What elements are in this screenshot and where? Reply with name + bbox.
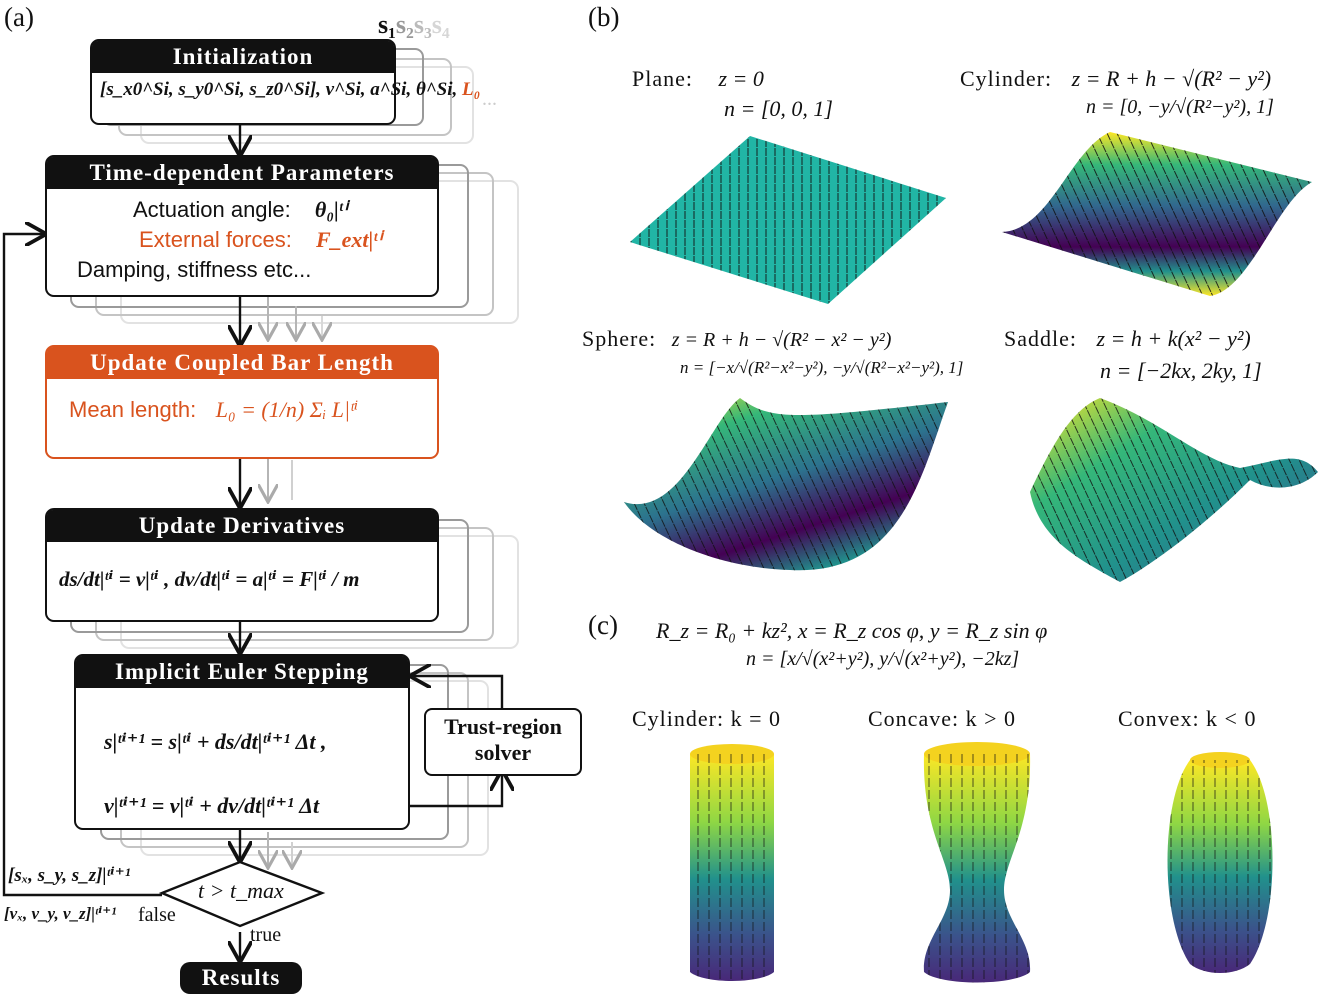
derivatives-math: ds/dt|ᵗⁱ = v|ᵗⁱ , dv/dt|ᵗⁱ = a|ᵗⁱ = F|ᵗⁱ… [59, 567, 360, 591]
rev-concave-label: Concave: k > 0 [868, 706, 1016, 731]
coupled-block: Update Coupled Bar Length Mean length: L… [45, 345, 439, 459]
trust-region-solver: Trust-region solver [424, 708, 582, 776]
external-forces-label: External forces: [139, 227, 292, 252]
rev-convex-label: Convex: k < 0 [1118, 706, 1257, 731]
segment-label-2: s₂ [395, 10, 414, 39]
segment-labels: s₁s₂s₃s₄ [378, 10, 450, 40]
cylinder-name: Cylinder: [960, 66, 1053, 91]
saddle-normal: n = [−2kx, 2ky, 1] [1100, 358, 1262, 383]
plane-surface [630, 136, 946, 304]
segment-label-3: s₃ [413, 10, 432, 39]
plane-normal: n = [0, 0, 1] [724, 96, 833, 121]
external-forces-row: External forces: F_ext|ᵗⁱ [47, 225, 437, 255]
plane-z: z = 0 [718, 66, 764, 91]
revolution-eq-1: R_z = R₀ + kz², x = R_z cos φ, y = R_z s… [656, 618, 1048, 643]
segment-label-4: s₄ [431, 10, 450, 39]
cylinder-surface [1002, 132, 1312, 296]
coupled-title: Update Coupled Bar Length [47, 347, 437, 379]
revolution-plots [690, 742, 1273, 983]
flow-arrows [2, 122, 600, 997]
mean-length-label: Mean length: [69, 397, 197, 422]
saddle-surface [1030, 398, 1318, 582]
actuation-row: Actuation angle: θ₀|ᵗⁱ [47, 195, 437, 225]
segment-label-1: s₁ [378, 10, 396, 39]
sphere-name: Sphere: [582, 326, 657, 351]
results-pill: Results [180, 962, 302, 994]
decision-diamond [158, 860, 326, 928]
false-label: false [138, 904, 176, 926]
plane-equation: Plane: z = 0 [632, 66, 764, 92]
init-title: Initialization [92, 41, 394, 73]
panel-label-a: (a) [4, 2, 34, 32]
saddle-name: Saddle: [1004, 326, 1077, 351]
panel-label-c: (c) [588, 610, 618, 640]
surface-plots [624, 132, 1318, 582]
cylinder-equation: Cylinder: z = R + h − √(R² − y²) [960, 66, 1271, 92]
solver-line-2: solver [474, 740, 532, 765]
euler-line-2: v|ᵗⁱ⁺¹ = v|ᵗⁱ + dv/dt|ᵗⁱ⁺¹ Δt [104, 793, 320, 818]
feedback-s: [sₓ, s_y, s_z]|ᵗⁱ⁺¹ [8, 865, 131, 886]
euler-block: Implicit Euler Stepping s|ᵗⁱ⁺¹ = s|ᵗⁱ + … [74, 654, 410, 830]
ellipsis: ... [482, 88, 497, 110]
rev-concave-shape [923, 742, 1031, 983]
cylinder-normal: n = [0, −y/√(R²−y²), 1] [1086, 96, 1274, 118]
actuation-label: Actuation angle: [133, 197, 291, 222]
saddle-z: z = h + k(x² − y²) [1096, 326, 1251, 351]
saddle-equation: Saddle: z = h + k(x² − y²) [1004, 326, 1251, 352]
actuation-math: θ₀|ᵗⁱ [314, 197, 347, 222]
rev-cylinder-label: Cylinder: k = 0 [632, 706, 782, 731]
euler-title: Implicit Euler Stepping [76, 656, 408, 688]
damping-row: Damping, stiffness etc... [77, 257, 312, 282]
timedep-title: Time-dependent Parameters [47, 157, 437, 189]
init-block: Initialization [s_x0^Si, s_y0^Si, s_z0^S… [90, 39, 480, 125]
rev-convex-shape [1167, 752, 1273, 973]
sphere-z: z = R + h − √(R² − x² − y²) [671, 329, 892, 351]
decision-text: t > t_max [198, 878, 284, 903]
external-forces-math: F_ext|ᵗⁱ [315, 227, 382, 252]
init-formula-text: [s_x0^Si, s_y0^Si, s_z0^Si], v^Si, a^Si,… [100, 79, 458, 100]
feedback-v: [vₓ, v_y, v_z]|ᵗⁱ⁺¹ [4, 904, 117, 923]
derivatives-title: Update Derivatives [47, 510, 437, 542]
cylinder-z: z = R + h − √(R² − y²) [1071, 66, 1272, 91]
sphere-surface [624, 398, 948, 571]
solver-line-1: Trust-region [444, 714, 562, 739]
timedep-block: Time-dependent Parameters Actuation angl… [45, 155, 439, 297]
sphere-equation: Sphere: z = R + h − √(R² − x² − y²) [582, 326, 891, 352]
rev-cylinder-shape [690, 744, 774, 981]
panel-label-b: (b) [588, 2, 620, 32]
sphere-normal: n = [−x/√(R²−x²−y²), −y/√(R²−x²−y²), 1] [680, 358, 964, 377]
init-formula-l0: L₀ [462, 79, 481, 100]
mean-length-math: L₀ = (1/n) Σᵢ L|ᵗⁱ [215, 397, 359, 422]
euler-line-1: s|ᵗⁱ⁺¹ = s|ᵗⁱ + ds/dt|ᵗⁱ⁺¹ Δt , [104, 729, 327, 754]
derivatives-block: Update Derivatives ds/dt|ᵗⁱ = v|ᵗⁱ , dv/… [45, 508, 439, 622]
revolution-eq-2: n = [x/√(x²+y²), y/√(x²+y²), −2kz] [746, 648, 1020, 670]
true-label: true [250, 924, 282, 946]
plane-name: Plane: [632, 66, 693, 91]
init-formula: [s_x0^Si, s_y0^Si, s_z0^Si], v^Si, a^Si,… [92, 73, 480, 101]
